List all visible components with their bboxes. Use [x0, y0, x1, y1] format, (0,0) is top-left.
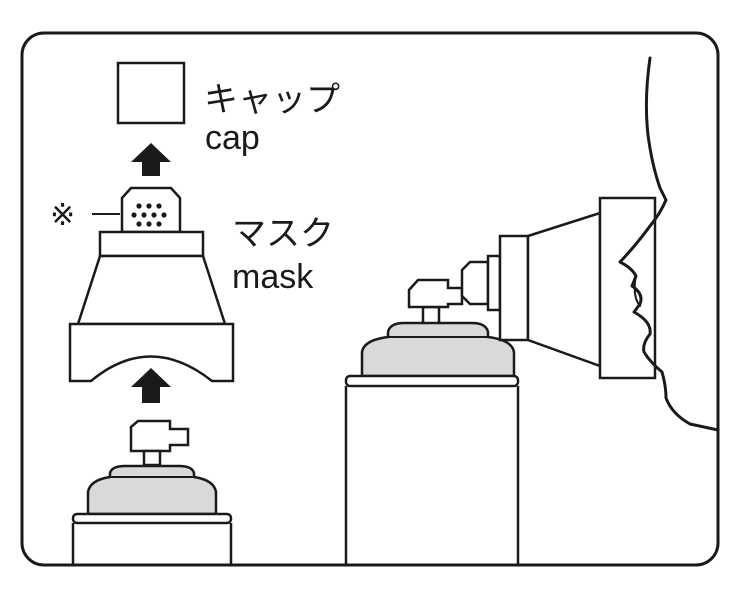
- cap-label-en: cap: [205, 119, 260, 157]
- arrow-up-icon: [131, 143, 171, 176]
- spray-can-small: [71, 419, 233, 565]
- note-mark: ※: [50, 199, 75, 232]
- mask-in-use: [460, 196, 657, 380]
- valve-holes-icon: [131, 203, 167, 227]
- arrow-up-icon: [131, 368, 171, 403]
- diagram-frame: [20, 31, 720, 567]
- mask-illustration: [68, 186, 235, 383]
- mask-label-en: mask: [232, 258, 314, 296]
- mask-label-ja: マスク: [232, 215, 334, 253]
- spray-can-large: [344, 278, 520, 565]
- face-profile: [618, 56, 720, 432]
- cap-label-ja: キャップ: [204, 81, 340, 119]
- cap-illustration: [116, 61, 186, 125]
